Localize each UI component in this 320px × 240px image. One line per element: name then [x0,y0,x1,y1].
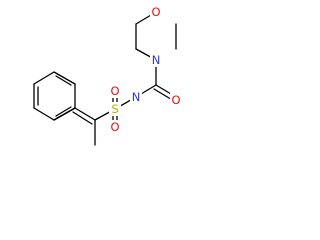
atom-carbonyl-oxygen: O [171,93,180,107]
atom-amide-nitrogen: N [132,90,141,104]
bond-phenyl-4-5 [53,71,76,85]
bond-phenyl-inner-b [55,75,72,86]
atom-bg-carbonyl-oxygen [170,93,182,107]
atom-ring-oxygen: O [151,5,160,19]
atom-sulfonyl-oxygen-top: O [110,84,119,98]
bond-phenyl-inner-c [55,106,72,117]
atom-label-layer: O N N O O S O [109,5,182,134]
atom-bg-ring-nitrogen [150,53,162,67]
bond-vinyl-double-a [74,107,96,121]
chemical-structure-diagram: O N N O O S O [33,5,182,146]
atom-ring-nitrogen: N [152,53,161,67]
atom-bg-oxygen-bottom [109,120,121,134]
bond-phenyl-6-1 [53,107,76,121]
bond-vinyl-double-b [72,111,93,125]
atom-sulfur: S [111,102,118,116]
bond-layer [33,11,177,146]
atom-bg-amide-nitrogen [130,90,142,104]
bond-phenyl-3-4 [33,71,55,85]
atom-bg-ring-oxygen [150,5,162,19]
atom-sulfonyl-oxygen-bottom: O [110,120,119,134]
bond-phenyl-1-2 [33,107,55,121]
atom-bg-oxygen-top [109,84,121,98]
atom-bg-sulfur [109,102,121,116]
